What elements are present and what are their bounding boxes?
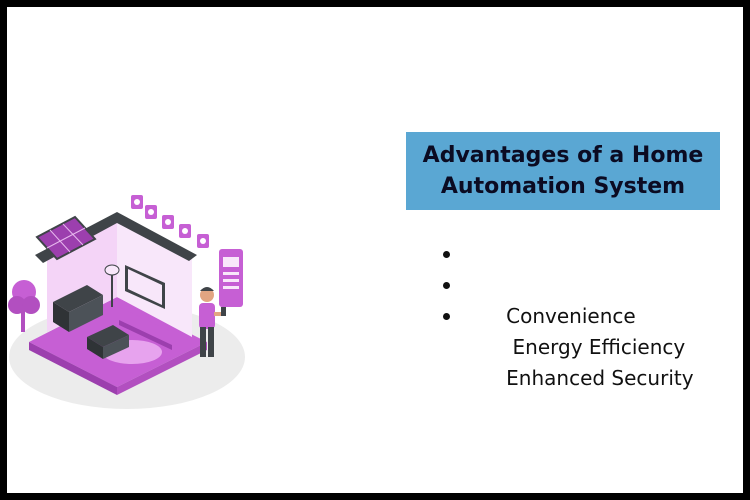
bulb-icon [162, 215, 191, 238]
bullet-icon [443, 251, 450, 258]
benefit-label: Enhanced Security [506, 366, 694, 390]
slide-title: Advantages of a Home Automation System [422, 143, 704, 199]
smart-home-illustration [7, 177, 257, 417]
bullet-icon [443, 282, 450, 289]
list-item: Convenience [437, 239, 694, 328]
slide-canvas: Advantages of a Home Automation System C… [7, 7, 743, 493]
solar-panel-icon [35, 215, 97, 261]
bullet-icon [443, 313, 450, 320]
wifi-icon [131, 195, 157, 219]
benefit-label: Energy Efficiency [506, 335, 686, 359]
list-item: Energy Efficiency [437, 270, 694, 359]
benefit-label: Convenience [506, 304, 636, 328]
title-banner: Advantages of a Home Automation System [406, 132, 720, 210]
benefits-list: Convenience Energy Efficiency Enhanced S… [437, 239, 694, 390]
list-item: Enhanced Security [437, 301, 694, 390]
